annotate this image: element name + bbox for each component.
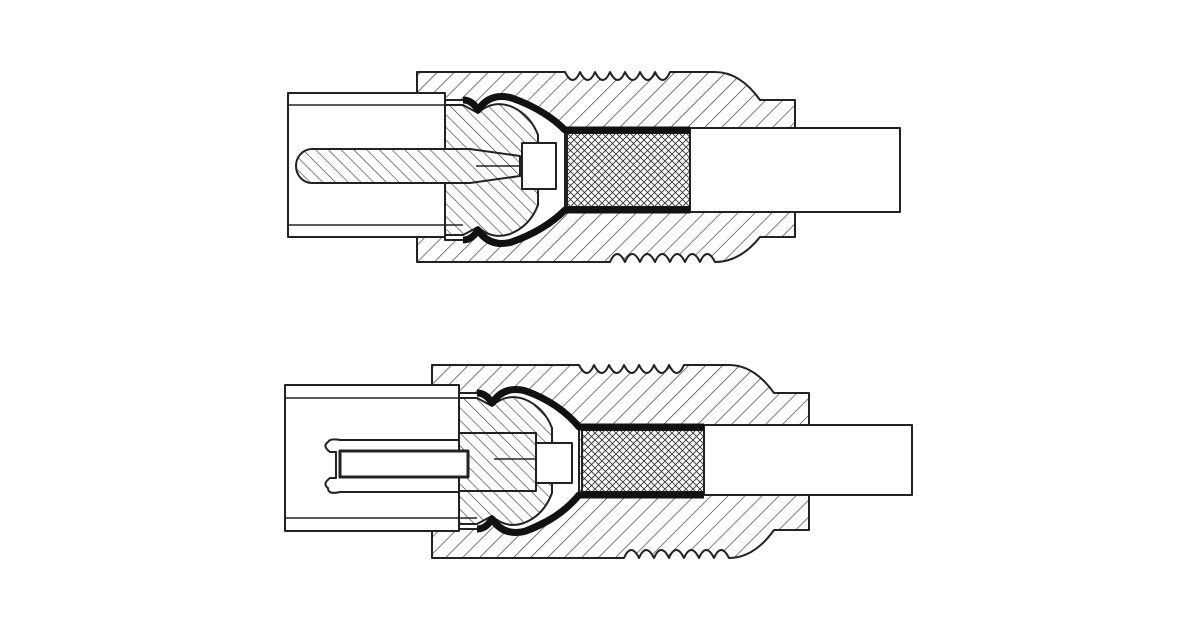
center-pin	[295, 148, 521, 184]
socket	[535, 442, 573, 484]
ferrule	[462, 93, 690, 247]
socket	[521, 142, 557, 190]
braid	[566, 132, 691, 208]
cable	[703, 424, 913, 496]
socket-contact-bore	[338, 449, 470, 479]
cable	[689, 127, 901, 213]
braid	[581, 429, 705, 493]
upper-connector	[287, 71, 901, 263]
contact-block	[458, 432, 537, 492]
ferrule	[476, 386, 704, 536]
lower-connector	[284, 364, 913, 559]
